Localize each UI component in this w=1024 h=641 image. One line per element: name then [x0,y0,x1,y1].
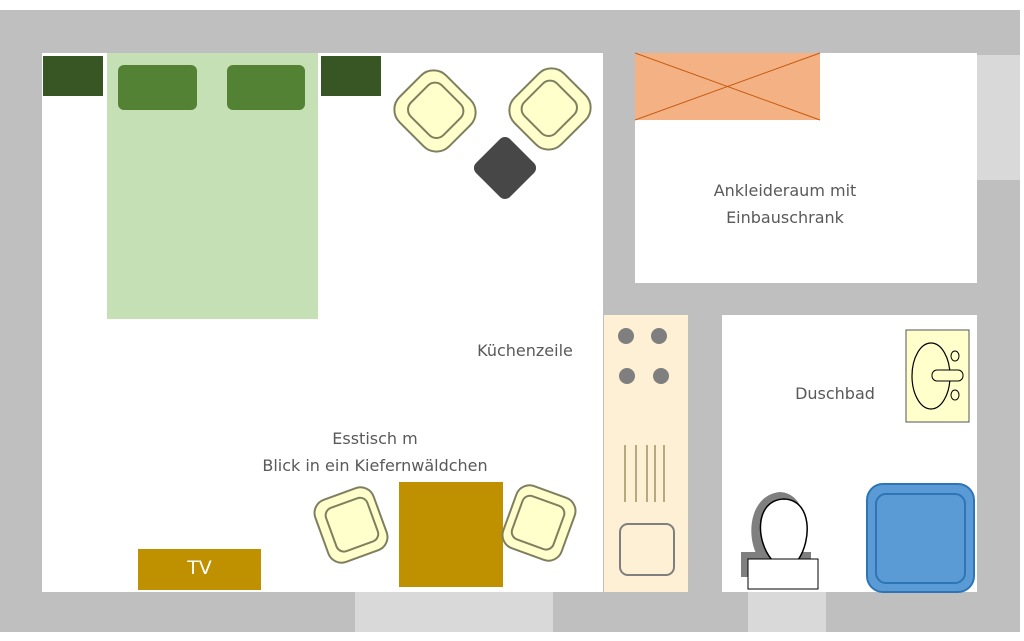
wardrobe [634,52,821,121]
label-line: Ankleideraum mit [713,181,857,200]
label-line: Blick in ein Kiefernwäldchen [262,456,488,475]
window [977,55,1020,180]
nightstand [321,56,381,96]
armchair [508,67,592,151]
tv: TV [138,549,261,590]
stove-burners [618,328,669,384]
dining-chair [313,486,389,564]
bathroom-door [748,592,826,632]
nightstand [43,56,103,96]
armchair [393,69,477,153]
dining-label: Esstisch m Blick in ein Kiefernwäldchen [240,425,510,479]
sink-drainer [624,445,665,502]
washbasin [905,329,970,423]
wardrobe-room-label: Ankleideraum mit Einbauschrank [680,177,890,231]
bathroom-label: Duschbad [795,384,875,403]
kitchen-sink [619,523,675,576]
pillow [118,65,197,110]
label-line: Esstisch m [332,429,418,448]
shower-tray [866,483,975,593]
dining-chair [501,484,577,562]
coffee-table [473,136,537,200]
toilet [741,492,819,590]
kitchen-label: Küchenzeile [477,341,573,360]
label-line: Einbauschrank [726,208,844,227]
dining-table [399,482,503,587]
entrance-door [355,592,553,632]
pillow [227,65,305,110]
